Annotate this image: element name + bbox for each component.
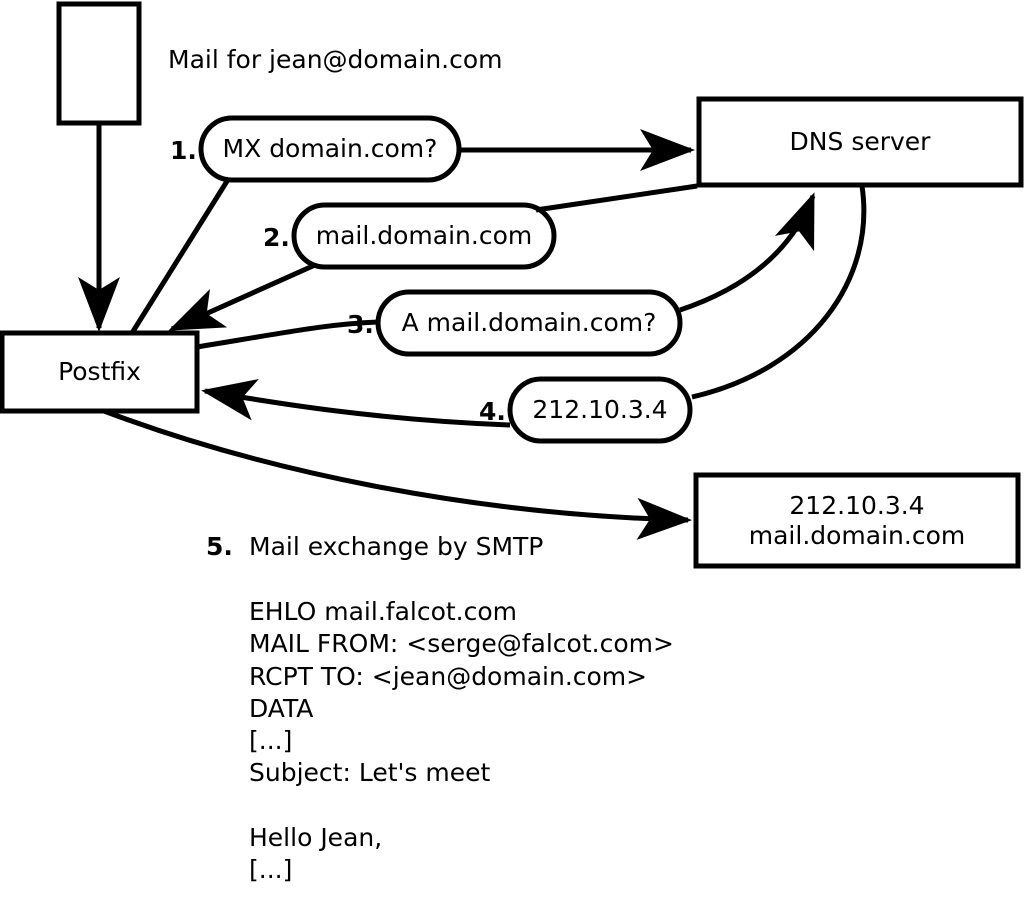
smtp-line: DATA — [249, 693, 314, 723]
smtp-line: RCPT TO: <jean@domain.com> — [249, 661, 648, 691]
smtp-line: [...] — [249, 726, 293, 756]
node-dns-box — [696, 96, 1024, 188]
node-mailserver-box — [693, 472, 1021, 569]
step-5-label: Mail exchange by SMTP — [249, 532, 544, 561]
connector-postfix-to-step1 — [129, 176, 232, 335]
mail-for-note: Mail for jean@domain.com — [168, 45, 503, 74]
node-postfix-box — [0, 330, 200, 414]
connector-step3-to-dns — [679, 192, 816, 313]
step-number-2: 2. — [263, 223, 290, 252]
connector-postfix-to-mailserver — [103, 408, 692, 540]
bubble-step-2 — [291, 202, 557, 270]
smtp-line: Hello Jean, — [249, 823, 383, 853]
bubble-step-4 — [507, 376, 693, 444]
smtp-line: EHLO mail.falcot.com — [249, 597, 518, 626]
smtp-line — [249, 887, 674, 919]
connector-postfix-to-step3 — [196, 319, 379, 350]
connector-dns-to-step2 — [535, 183, 698, 213]
connector-dns-to-step4 — [691, 185, 867, 400]
step-number-3: 3. — [347, 310, 374, 339]
smtp-line: MAIL FROM: <serge@falcot.com> — [249, 629, 674, 659]
step-number-4: 4. — [479, 397, 506, 426]
smtp-line: Subject: Let's meet — [249, 758, 491, 788]
connector-step4-to-postfix — [201, 379, 511, 428]
smtp-line — [249, 790, 674, 822]
node-client-box — [56, 1, 142, 126]
bubble-step-1 — [198, 115, 462, 183]
step-number-5: 5. — [206, 532, 233, 561]
bubble-step-3 — [375, 289, 683, 357]
smtp-line: [...] — [249, 855, 293, 885]
connector-step2-to-postfix — [168, 262, 317, 332]
step-number-1: 1. — [170, 136, 197, 165]
